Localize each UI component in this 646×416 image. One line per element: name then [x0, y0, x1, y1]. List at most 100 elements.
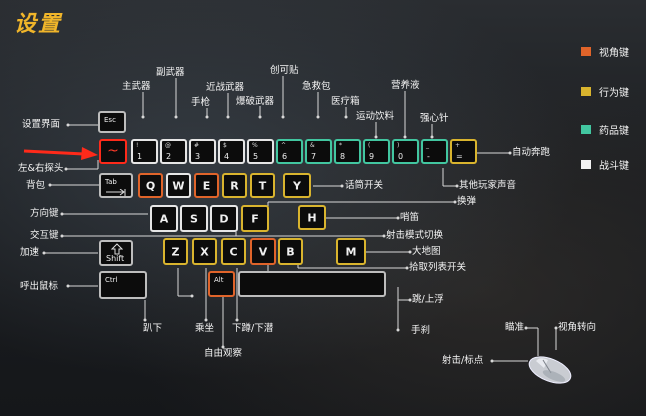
- key-q[interactable]: Q: [138, 173, 163, 198]
- key-shift-label: $: [223, 142, 227, 149]
- label-main-weapon: 主武器: [122, 81, 151, 92]
- key-r[interactable]: R: [222, 173, 247, 198]
- label-fire-mode: 射击模式切换: [386, 230, 444, 241]
- key-t[interactable]: T: [250, 173, 275, 198]
- key-tilde[interactable]: ~: [99, 139, 127, 164]
- highlight-arrow-icon: [23, 147, 98, 160]
- label-first-aid: 急救包: [302, 81, 331, 92]
- key-label: Esc: [104, 116, 116, 124]
- key-label: Tab: [105, 178, 117, 186]
- label-direction: 方向键: [30, 208, 59, 219]
- label-melee: 近战武器: [206, 82, 245, 93]
- legend-item-action: 行为键: [581, 84, 629, 99]
- key-label: 4: [224, 152, 230, 161]
- shift-arrow-icon: [111, 243, 123, 255]
- key-0[interactable]: )0: [392, 139, 419, 164]
- key-label: B: [286, 245, 295, 258]
- key-shift-label: (: [368, 142, 371, 149]
- key-b[interactable]: B: [278, 238, 303, 265]
- label-pickup-list: 拾取列表开关: [409, 262, 467, 273]
- key-shift-label: +: [455, 142, 461, 149]
- key-y[interactable]: Y: [283, 173, 311, 198]
- key-v[interactable]: V: [250, 238, 276, 265]
- key-label: -: [427, 152, 430, 161]
- legend-label: 药品键: [599, 126, 629, 137]
- key-2[interactable]: @2: [160, 139, 187, 164]
- key-e[interactable]: E: [194, 173, 219, 198]
- label-free-look: 自由观察: [204, 348, 243, 359]
- key-equals[interactable]: +=: [450, 139, 477, 164]
- key-z[interactable]: Z: [163, 238, 188, 265]
- key-1[interactable]: !1: [131, 139, 158, 164]
- key-6[interactable]: ^6: [276, 139, 303, 164]
- key-a[interactable]: A: [150, 205, 178, 232]
- key-label: S: [190, 212, 198, 225]
- key-7[interactable]: &7: [305, 139, 332, 164]
- key-shift-label: _: [426, 142, 429, 149]
- key-label: 6: [282, 152, 288, 161]
- label-jump: 跳/上浮: [412, 294, 444, 305]
- key-label: A: [159, 212, 169, 225]
- key-alt[interactable]: Alt: [208, 271, 235, 297]
- legend-label: 视角键: [599, 48, 629, 59]
- label-voice-toggle: 话筒开关: [345, 180, 384, 191]
- label-big-map: 大地图: [412, 246, 441, 257]
- key-minus[interactable]: _-: [421, 139, 448, 164]
- key-esc[interactable]: Esc: [98, 111, 126, 133]
- label-grenade-throw: 手刹: [411, 325, 431, 336]
- key-f[interactable]: F: [241, 205, 269, 232]
- key-9[interactable]: (9: [363, 139, 390, 164]
- key-label: C: [229, 245, 238, 258]
- key-3[interactable]: #3: [189, 139, 216, 164]
- key-label: 1: [137, 152, 143, 161]
- label-auto-run: 自动奔跑: [512, 147, 551, 158]
- label-whistle: 哨笛: [400, 212, 420, 223]
- key-space[interactable]: [238, 271, 386, 297]
- legend-swatch: [581, 47, 591, 56]
- key-8[interactable]: *8: [334, 139, 361, 164]
- label-energy-drink: 运动饮料: [356, 111, 395, 122]
- label-view-turn: 视角转向: [558, 322, 597, 333]
- key-label: 2: [166, 152, 172, 161]
- key-c[interactable]: C: [221, 238, 246, 265]
- key-label: Alt: [214, 276, 224, 284]
- label-settings-screen: 设置界面: [22, 119, 61, 130]
- key-shift-label: &: [310, 142, 315, 149]
- key-d[interactable]: D: [210, 205, 238, 232]
- key-shift-label: *: [339, 142, 342, 149]
- key-label: V: [258, 245, 268, 258]
- key-shift-label: ): [397, 142, 400, 149]
- key-s[interactable]: S: [180, 205, 208, 232]
- key-4[interactable]: $4: [218, 139, 245, 164]
- label-sub-weapon: 副武器: [156, 67, 185, 78]
- label-bandage: 创可贴: [270, 65, 299, 76]
- key-label: D: [219, 212, 229, 225]
- key-m[interactable]: M: [336, 238, 366, 265]
- key-label: Y: [293, 179, 301, 192]
- key-5[interactable]: %5: [247, 139, 274, 164]
- key-ctrl[interactable]: Ctrl: [99, 271, 147, 299]
- label-pistol: 手枪: [191, 97, 211, 108]
- key-label: T: [258, 179, 267, 192]
- key-shift[interactable]: Shift: [99, 240, 133, 266]
- key-x[interactable]: X: [192, 238, 217, 265]
- key-label: H: [307, 211, 317, 224]
- label-fire-mark: 射击/标点: [442, 355, 484, 366]
- key-tab[interactable]: Tab: [99, 173, 133, 198]
- key-label: 3: [195, 152, 201, 161]
- label-others-voice: 其他玩家声音: [459, 180, 517, 191]
- legend-item-view: 视角键: [581, 44, 629, 59]
- key-label: ~: [107, 142, 119, 159]
- key-label: 0: [398, 152, 404, 161]
- legend-swatch: [581, 87, 591, 96]
- key-label: W: [172, 179, 185, 192]
- label-aim: 瞄准: [505, 322, 525, 333]
- key-w[interactable]: W: [166, 173, 191, 198]
- key-h[interactable]: H: [298, 205, 326, 230]
- legend-item-medicine: 药品键: [581, 122, 629, 137]
- key-label: Z: [171, 245, 180, 258]
- key-shift-label: %: [252, 142, 258, 149]
- label-grenade: 爆破武器: [236, 96, 275, 107]
- tab-arrow-icon: [106, 189, 126, 196]
